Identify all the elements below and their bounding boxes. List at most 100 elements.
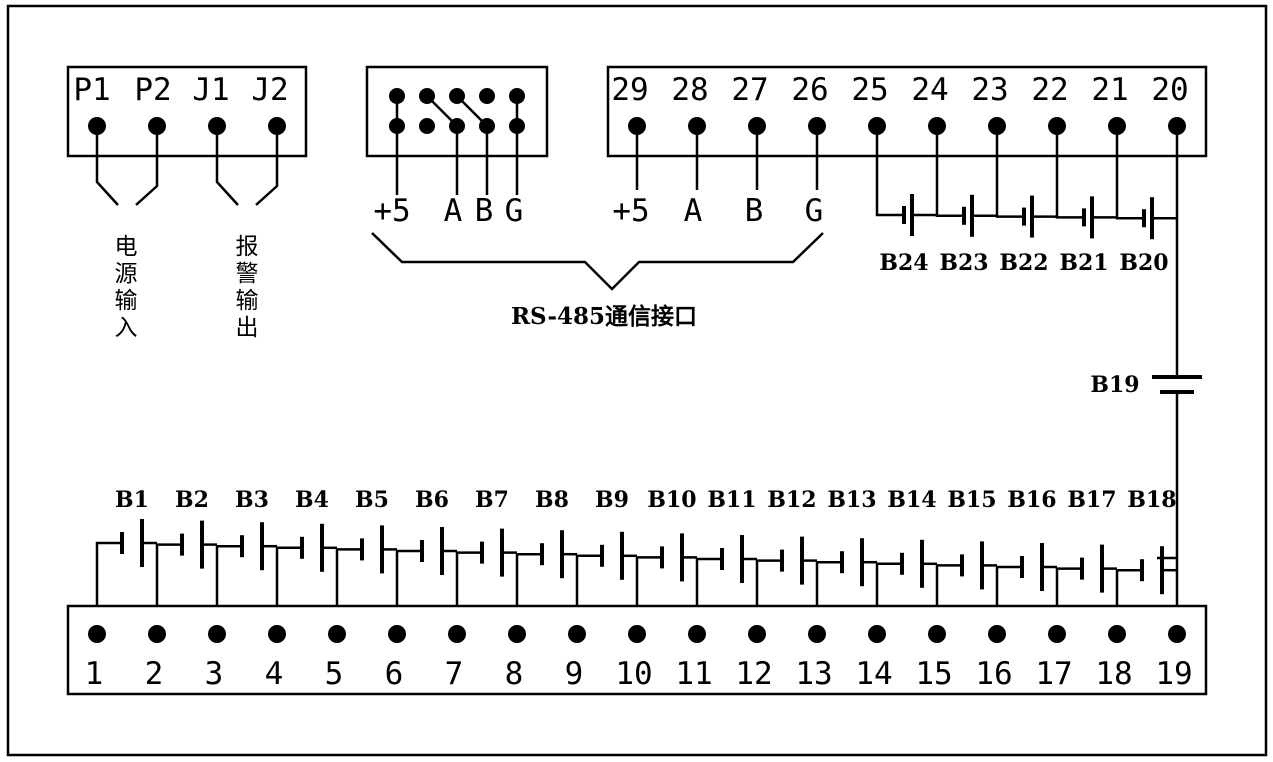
battery-b10: B10 [635,487,697,634]
terminal-dot-13 [808,625,826,643]
battery-wire [1055,126,1083,219]
alarm-output-caption: 报 警 输 出 [236,234,259,341]
rs485-term-b: B [745,193,764,229]
header-pin-dot [419,118,435,134]
terminal-dot-15 [928,625,946,643]
battery-wire [995,126,1023,218]
pin-label-p1: P1 [73,72,110,108]
battery-b13: B13 [815,487,877,634]
terminal-label-2: 2 [145,656,164,692]
terminal-dot-9 [568,625,586,643]
terminal-label-20: 20 [1151,72,1188,108]
rs485-pin-g: G [505,193,524,229]
terminal-dot-18 [1108,625,1126,643]
terminal-label-6: 6 [385,656,404,692]
terminal-dot-1 [88,625,106,643]
terminal-dot-8 [508,625,526,643]
battery-b23: B23 [935,126,997,276]
battery-label-b12: B12 [767,487,816,513]
battery-b1: B1 [95,487,157,634]
battery-label-b16: B16 [1007,487,1056,513]
power-caption-char: 电 [115,234,138,260]
battery-label-b7: B7 [475,487,509,513]
outer-frame [6,4,1268,757]
rs485-caption: RS-485通信接口 [511,303,697,330]
bottom-terminal-box [66,604,1208,696]
terminal-label-5: 5 [325,656,344,692]
pin-label-p2: P2 [134,72,171,108]
terminal-dot-10 [628,625,646,643]
battery-label-b24: B24 [879,250,928,276]
rs485-pin-b: B [475,193,494,229]
battery-label-b3: B3 [235,487,269,513]
battery-label-b9: B9 [595,487,629,513]
terminal-label-7: 7 [445,656,464,692]
battery-b6: B6 [395,487,457,634]
terminal-label-10: 10 [615,656,652,692]
terminal-label-16: 16 [975,656,1012,692]
battery-wire [1115,126,1143,220]
header-jumpers [395,95,519,127]
terminal-label-4: 4 [265,656,284,692]
terminal-label-27: 27 [731,72,768,108]
terminal-label-14: 14 [855,656,892,692]
terminal-label-13: 13 [795,656,832,692]
riser-battery: B19 [1090,126,1202,634]
top-rs485-leads [635,126,819,190]
bottom-terminal-dots [88,625,1186,643]
rs485-pin-plus5: +5 [373,193,410,229]
battery-label-b18: B18 [1127,487,1176,513]
battery-label-b13: B13 [827,487,876,513]
battery-wire [215,544,241,634]
battery-wire [155,543,181,634]
battery-label-b5: B5 [355,487,389,513]
battery-b24: B24 [875,126,937,276]
terminal-dot-11 [688,625,706,643]
power-terminal-box [66,65,308,158]
battery-wire [95,541,121,634]
terminal-dot-14 [868,625,886,643]
battery-b22: B22 [995,126,1057,276]
terminal-label-28: 28 [671,72,708,108]
rs485-term-g: G [805,193,824,229]
battery-label-b1: B1 [115,487,149,513]
power-caption-char: 源 [115,261,138,287]
header-pin-dot [479,88,495,104]
battery-label-b21: B21 [1059,250,1108,276]
battery-b9: B9 [575,487,637,634]
battery-label-b8: B8 [535,487,569,513]
rs485-brace [371,232,824,291]
battery-label-b14: B14 [887,487,936,513]
battery-b15: B15 [935,487,997,634]
terminal-dot-5 [328,625,346,643]
battery-b2: B2 [155,487,217,634]
terminal-label-21: 21 [1091,72,1128,108]
terminal-label-15: 15 [915,656,952,692]
terminal-label-3: 3 [205,656,224,692]
terminal-label-19: 19 [1155,656,1192,692]
terminal-label-9: 9 [565,656,584,692]
terminal-label-8: 8 [505,656,524,692]
terminal-label-22: 22 [1031,72,1068,108]
rs485-term-plus5: +5 [612,193,649,229]
power-alarm-block: P1 P2 J1 J2 电 源 输 入 报 警 输 出 [66,65,308,341]
terminal-label-23: 23 [971,72,1008,108]
pin-label-j2: J2 [251,72,288,108]
header-leads [395,126,519,195]
power-caption-char: 入 [115,315,138,341]
battery-b11: B11 [695,487,757,634]
terminal-label-25: 25 [851,72,888,108]
terminal-dot-19 [1168,625,1186,643]
battery-b14: B14 [875,487,937,634]
pin-label-j1: J1 [192,72,229,108]
rs485-pin-a: A [444,193,463,229]
battery-label-b19: B19 [1090,372,1139,398]
alarm-caption-char: 警 [236,261,259,287]
terminal-dot-12 [748,625,766,643]
